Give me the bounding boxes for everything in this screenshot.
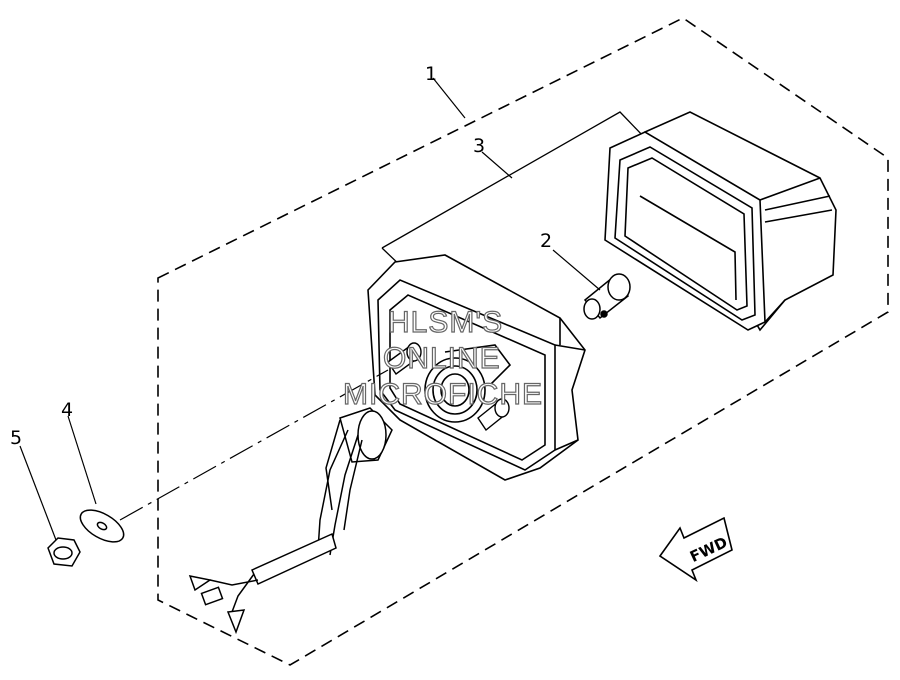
leader-1 [432, 77, 466, 119]
watermark-line-2: ONLINE [383, 342, 501, 375]
watermark-line-1: HLSM'S [388, 306, 503, 339]
socket-wire-harness [188, 407, 393, 635]
nut [47, 537, 81, 567]
mounting-stud-lower [477, 398, 510, 432]
callout-3: 3 [473, 135, 485, 157]
mounting-stud-upper [387, 342, 422, 375]
bulb [583, 273, 631, 320]
forward-arrow-icon: FWD [658, 516, 733, 583]
leader-2 [552, 249, 601, 291]
leader-5 [19, 445, 57, 541]
leader-3 [481, 151, 513, 179]
callout-1: 1 [425, 63, 437, 85]
callout-2: 2 [540, 230, 552, 252]
tail-light-housing [367, 254, 586, 481]
callout-5: 5 [10, 427, 22, 449]
watermark-line-3: MICROFICHE [343, 378, 543, 411]
callout-4: 4 [61, 399, 73, 421]
assembly-boundary [157, 17, 889, 666]
assembly-center-line [119, 369, 389, 521]
tail-light-lens [604, 111, 837, 332]
washer [79, 509, 125, 543]
part-3-bracket [381, 111, 646, 249]
leader-4 [67, 415, 97, 505]
